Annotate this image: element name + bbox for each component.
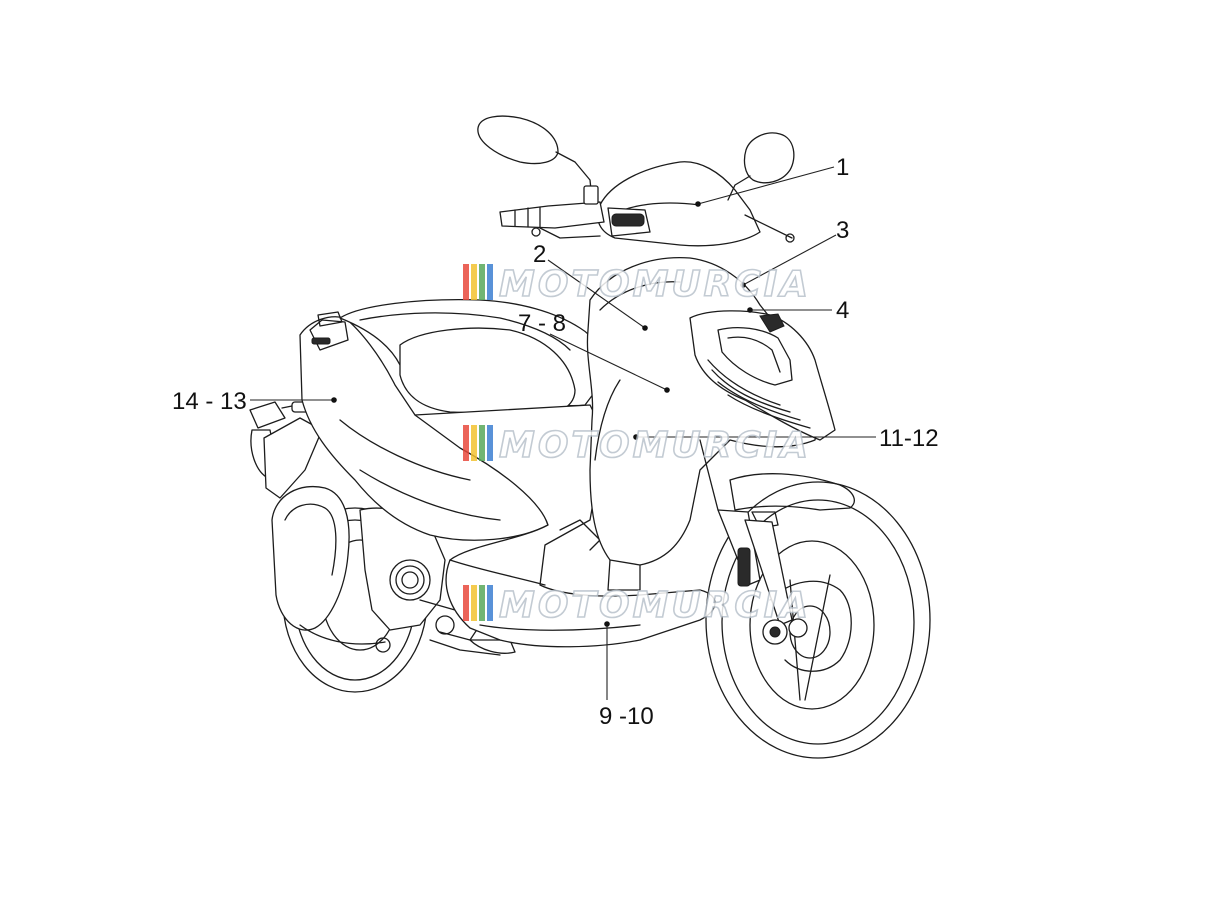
rear-number-plate-holder <box>249 401 323 499</box>
callout-dot-4 <box>747 307 753 313</box>
callout-label-1: 1 <box>836 154 849 181</box>
callout-dot-2 <box>642 325 648 331</box>
callout-label-7-8: 7 - 8 <box>518 310 566 337</box>
front-fork <box>699 439 808 645</box>
front-wheel <box>705 481 931 759</box>
watermark-text-2: MOTOMURCIA <box>499 425 811 466</box>
watermark-group: MOTOMURCIA MOTOMURCIA MOTOMURCIA <box>463 263 811 627</box>
front-fascia <box>689 310 836 441</box>
handlebar-assembly <box>477 115 795 247</box>
callout-dot-7-8 <box>664 387 670 393</box>
callout-label-4: 4 <box>836 297 849 324</box>
callout-label-11-12: 11-12 <box>879 425 939 452</box>
callout-dot-14-13 <box>331 397 337 403</box>
callout-label-9-10: 9 -10 <box>599 703 654 730</box>
leader-line-7-8 <box>549 333 668 391</box>
leader-line-3 <box>742 234 837 286</box>
scooter-drawing <box>249 115 931 759</box>
watermark-3: MOTOMURCIA <box>463 584 811 627</box>
exhaust <box>271 486 391 653</box>
rear-side-panel <box>299 311 549 541</box>
watermark-2: MOTOMURCIA <box>463 424 811 467</box>
watermark-text-3: MOTOMURCIA <box>499 585 811 626</box>
engine-block <box>359 507 516 656</box>
callout-dot-11-12 <box>633 434 639 440</box>
leader-line-1 <box>697 166 835 205</box>
callout-label-2: 2 <box>533 241 546 268</box>
callout-label-3: 3 <box>836 217 849 244</box>
leader-line-2 <box>547 259 646 329</box>
watermark-1: MOTOMURCIA <box>463 263 811 306</box>
callout-dot-3 <box>740 282 746 288</box>
leader-lines <box>250 166 876 700</box>
watermark-text-1: MOTOMURCIA <box>499 264 811 305</box>
callout-dot-1 <box>695 201 701 207</box>
callout-labels: 1 2 3 4 7 - 8 14 - 13 11-12 9 -10 <box>172 154 939 730</box>
callout-dot-9-10 <box>604 621 610 627</box>
seat <box>339 299 603 416</box>
callout-label-14-13: 14 - 13 <box>172 388 247 415</box>
